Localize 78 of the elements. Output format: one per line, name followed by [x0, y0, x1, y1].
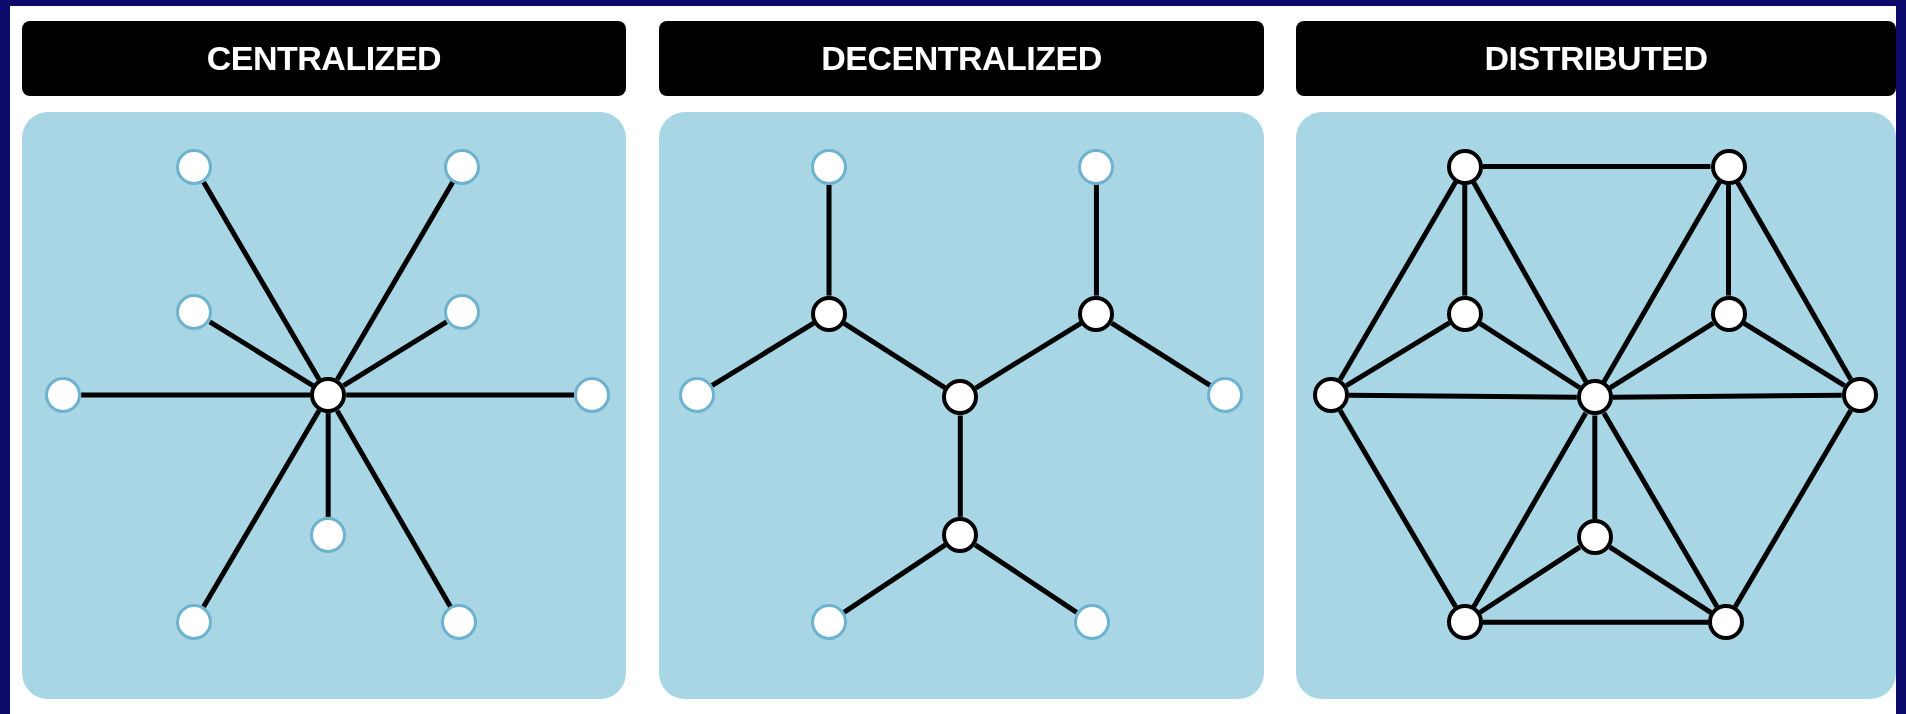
connection-line	[81, 392, 311, 398]
connection-line	[1471, 181, 1589, 384]
network-node	[1576, 519, 1613, 556]
header-text: DISTRIBUTED	[1484, 38, 1708, 78]
connection-line	[342, 319, 448, 388]
network-node	[942, 379, 979, 416]
connection-line	[1601, 180, 1722, 384]
network-node	[310, 377, 347, 414]
connection-line	[1733, 409, 1853, 609]
connection-line	[335, 409, 453, 609]
network-node	[1446, 148, 1483, 185]
network-node	[1576, 379, 1613, 416]
connection-line	[826, 184, 832, 296]
network-panel	[21, 111, 626, 699]
connection-line	[1482, 164, 1711, 170]
network-node	[443, 148, 480, 185]
network-node	[678, 377, 715, 414]
network-node	[1446, 295, 1483, 332]
connection-line	[335, 180, 455, 381]
network-node	[573, 377, 610, 414]
section-header	[21, 20, 626, 96]
connection-line	[201, 180, 322, 381]
header-text: DECENTRALIZED	[821, 38, 1102, 78]
connection-line	[974, 320, 1083, 391]
connection-line	[1471, 411, 1588, 609]
network-node	[1207, 377, 1244, 414]
network-node	[176, 604, 213, 641]
network-node	[441, 604, 478, 641]
connection-line	[1742, 320, 1846, 388]
connection-line	[1093, 184, 1099, 296]
network-node	[176, 148, 213, 185]
connection-line	[842, 321, 947, 390]
network-panel	[1295, 111, 1897, 699]
section-header	[1295, 20, 1897, 96]
connection-line	[710, 320, 815, 388]
network-node	[811, 148, 847, 185]
connection-line	[1337, 180, 1458, 381]
network-node	[1708, 604, 1745, 641]
connection-line	[1110, 321, 1212, 388]
network-node	[1841, 377, 1878, 414]
connection-line	[1592, 415, 1598, 520]
network-node	[1446, 604, 1483, 641]
network-node	[176, 294, 213, 331]
connection-line	[1338, 409, 1458, 609]
connection-line	[1726, 184, 1732, 296]
connection-line	[957, 415, 963, 517]
connection-line	[1612, 392, 1842, 400]
network-node	[811, 604, 847, 641]
connection-line	[1735, 180, 1853, 381]
connection-line	[325, 413, 331, 517]
connection-line	[1478, 321, 1582, 390]
connection-line	[1608, 544, 1713, 615]
connection-line	[208, 319, 315, 388]
network-node	[310, 516, 347, 553]
network-node	[443, 294, 480, 331]
connection-line	[1462, 184, 1468, 296]
connection-line	[1345, 320, 1451, 388]
section-header	[658, 20, 1265, 96]
connection-line	[1601, 411, 1720, 609]
network-node	[942, 516, 979, 553]
connection-line	[842, 542, 947, 615]
network-node	[1078, 295, 1115, 332]
connection-line	[1478, 545, 1582, 615]
network-node	[811, 295, 847, 332]
connection-line	[1349, 392, 1577, 400]
network-node	[1710, 295, 1747, 332]
connection-line	[973, 542, 1078, 615]
network-panel	[658, 111, 1265, 699]
network-node	[1078, 148, 1115, 185]
connection-line	[1482, 619, 1709, 625]
network-node	[1710, 148, 1747, 185]
network-node	[1073, 604, 1110, 641]
header-text: CENTRALIZED	[206, 38, 442, 78]
connection-line	[346, 392, 574, 398]
network-node	[45, 377, 82, 414]
connection-line	[1608, 321, 1715, 391]
connection-line	[201, 409, 322, 609]
network-node	[1313, 377, 1350, 414]
